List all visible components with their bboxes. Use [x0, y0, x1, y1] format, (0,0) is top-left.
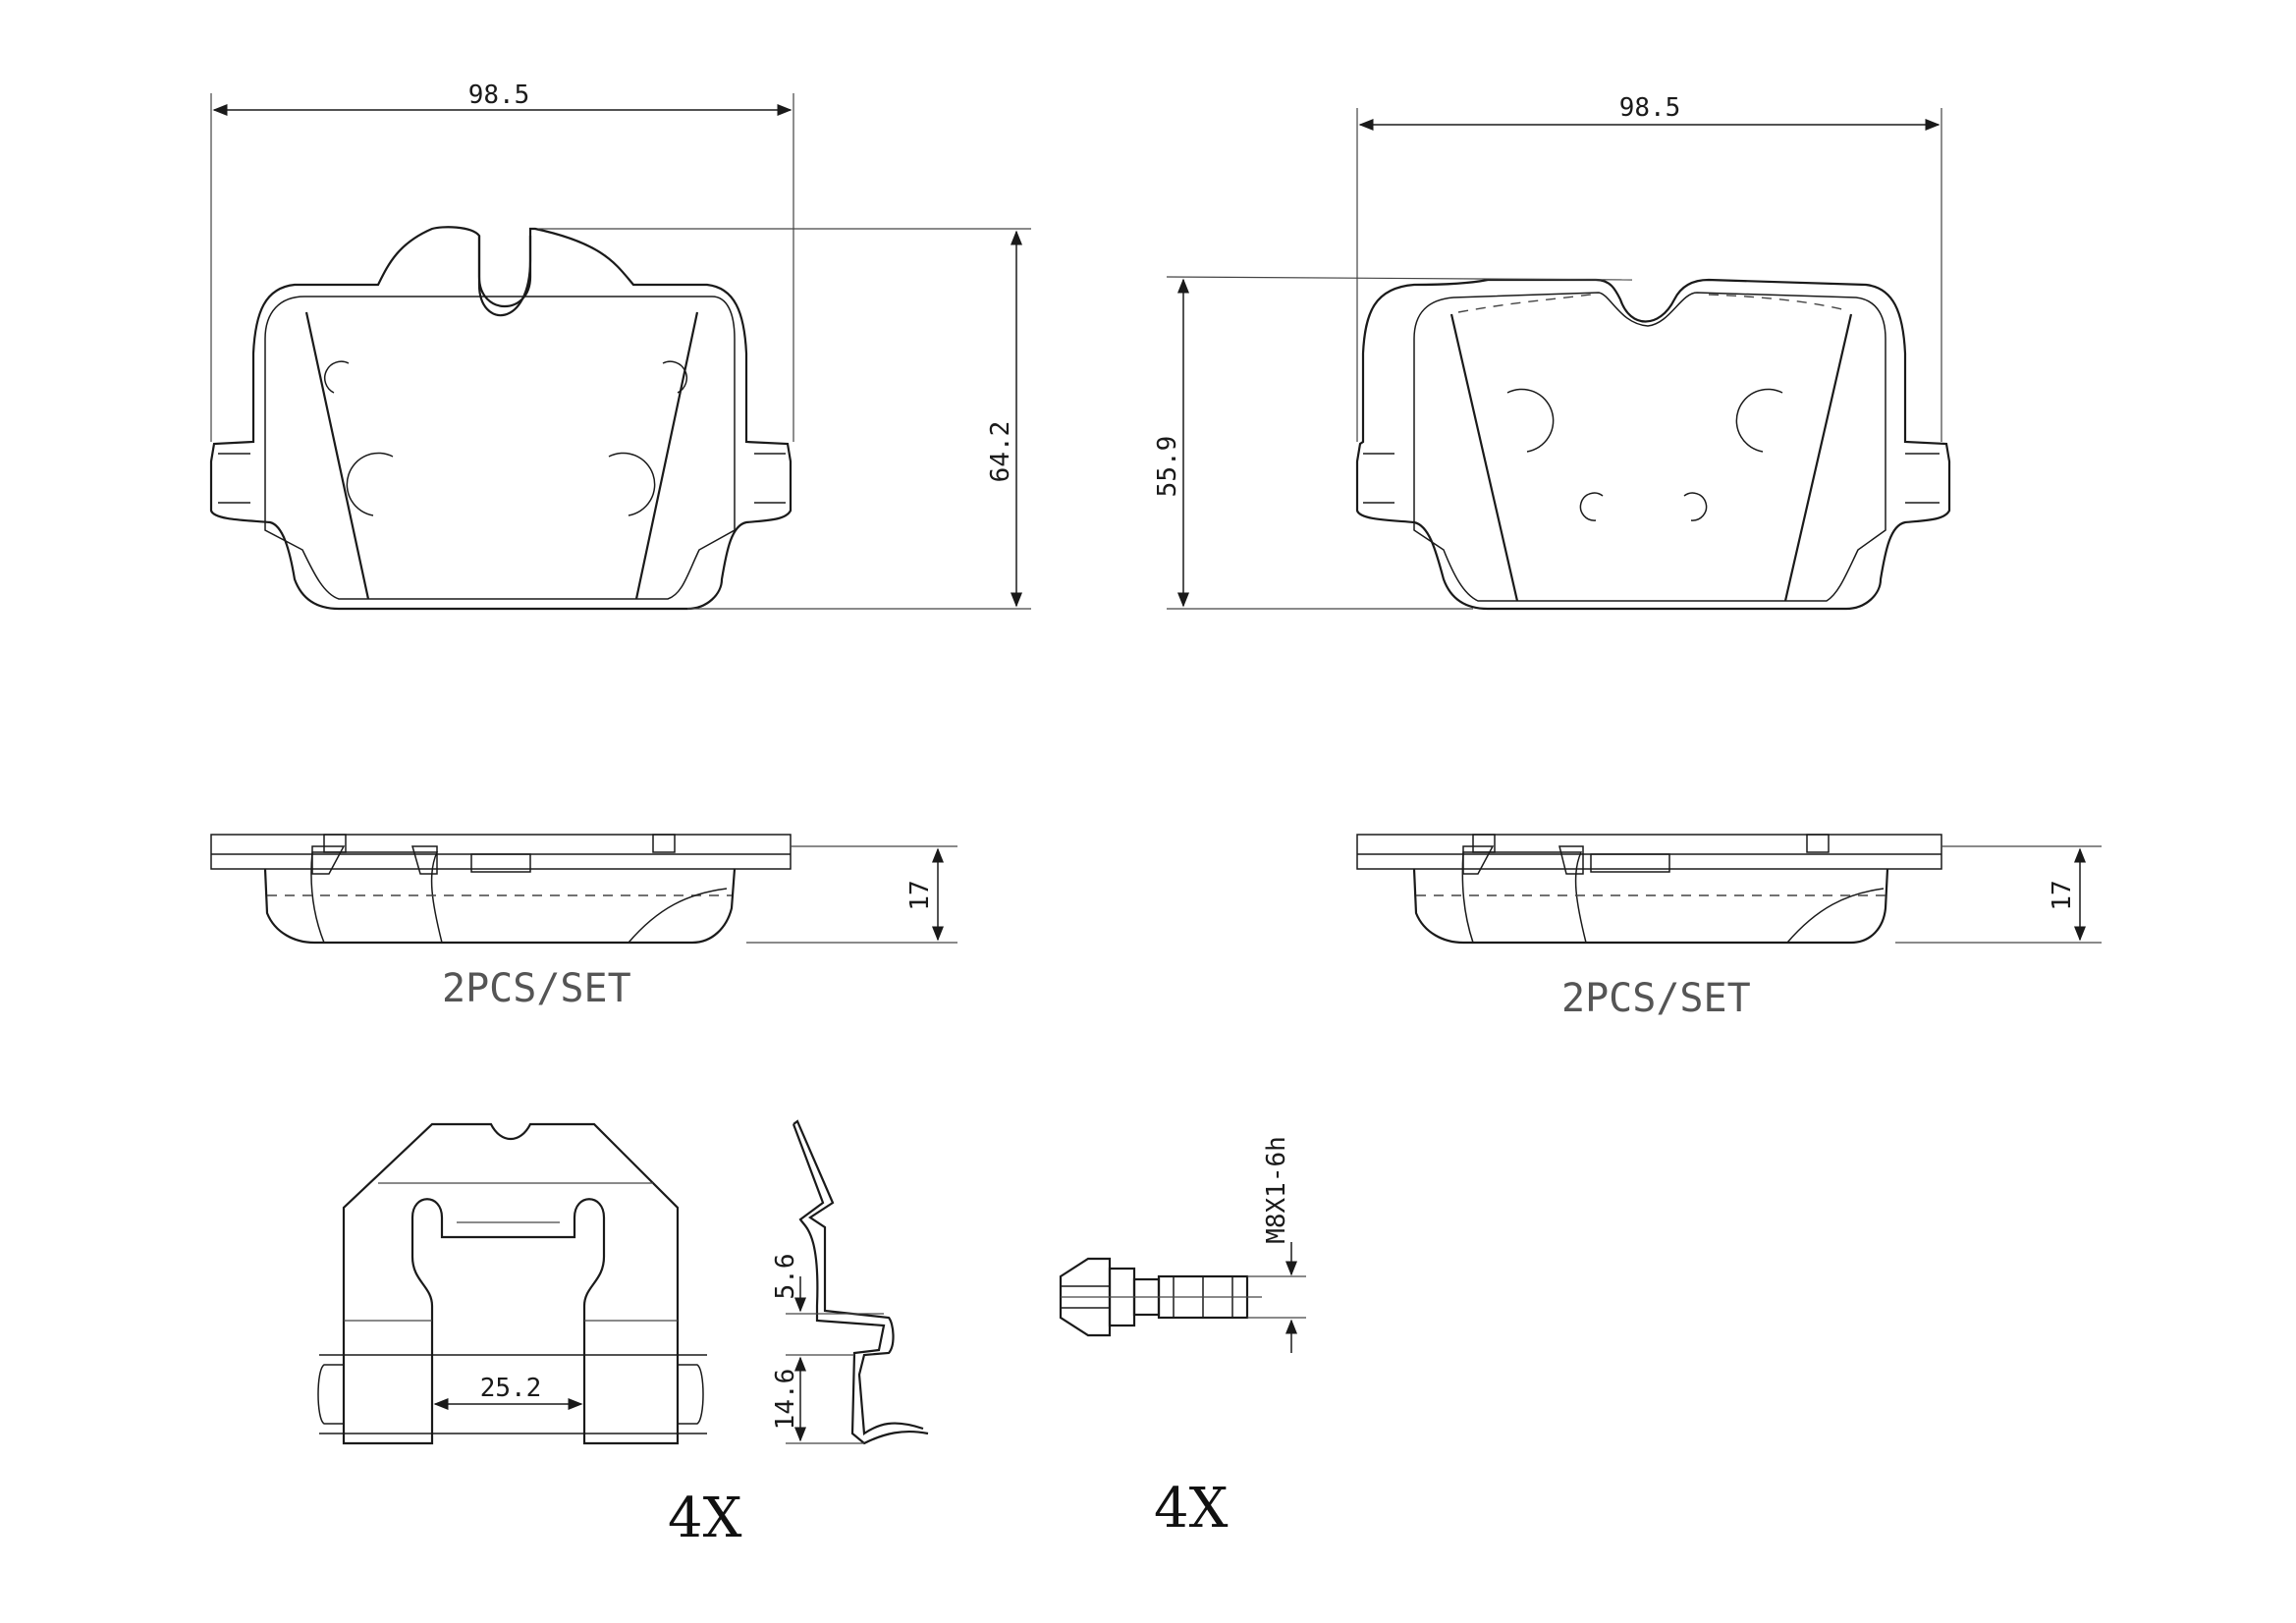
guide-bolt-side-view: M8X1-6h — [1059, 1136, 1306, 1353]
pad1-height-dimension: 64.2 — [538, 228, 1031, 610]
bolt-thread-label: M8X1-6h — [1262, 1136, 1291, 1244]
pad1-width-dimension: 98.5 — [210, 81, 794, 442]
pad2-set-note: 2PCS/SET — [1561, 976, 1751, 1021]
pad1-thickness-label: 17 — [905, 880, 935, 910]
spring-offset-lower-label: 14.6 — [771, 1369, 800, 1431]
pad2-height-dimension: 55.9 — [1153, 276, 1633, 610]
pad1-thickness-dimension: 17 — [746, 845, 957, 944]
pad2-front-view — [1355, 278, 1951, 611]
pad1-side-view — [210, 834, 792, 945]
pad2-height-label: 55.9 — [1153, 436, 1182, 498]
pad1-width-label: 98.5 — [468, 81, 530, 110]
spring-clip-front-view: 25.2 — [317, 1122, 707, 1445]
spring-offset-upper-label: 5.6 — [771, 1254, 800, 1300]
spring-qty-label: 4X — [668, 1487, 742, 1550]
spring-width-label: 25.2 — [480, 1374, 542, 1403]
pad1-set-note: 2PCS/SET — [442, 966, 631, 1011]
pad2-width-label: 98.5 — [1619, 93, 1681, 123]
spring-clip-side-view: 5.6 14.6 — [771, 1119, 929, 1445]
pad2-thickness-dimension: 17 — [1895, 845, 2102, 944]
bolt-qty-label: 4X — [1154, 1477, 1229, 1541]
pad2-side-view — [1356, 834, 1942, 945]
pad1-height-label: 64.2 — [986, 421, 1015, 483]
pad1-front-view — [209, 226, 793, 611]
pad2-width-dimension: 98.5 — [1356, 93, 1942, 442]
pad2-thickness-label: 17 — [2048, 880, 2077, 910]
